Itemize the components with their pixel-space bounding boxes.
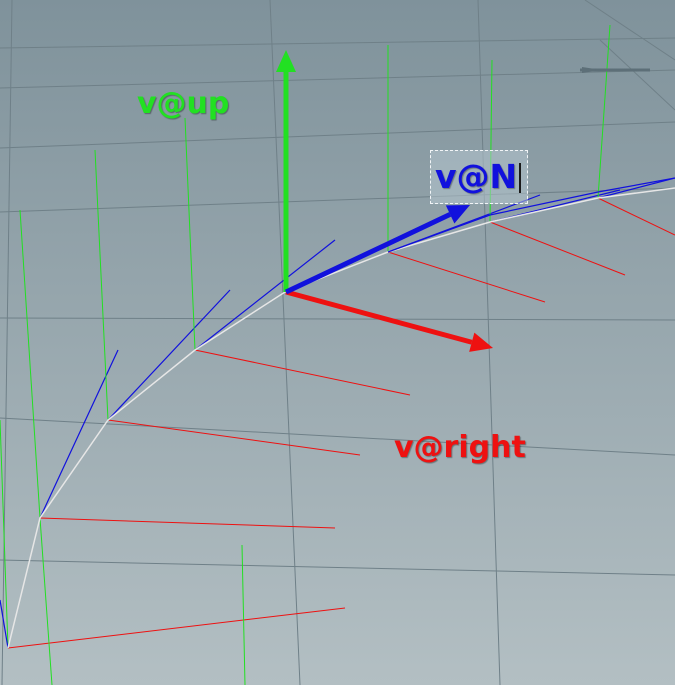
frame-right-ray bbox=[39, 517, 336, 529]
frame-n-ray bbox=[597, 177, 675, 199]
grid-line bbox=[0, 37, 675, 49]
frame-up-ray bbox=[241, 544, 246, 685]
frame-n-ray bbox=[0, 599, 9, 649]
text-caret bbox=[519, 163, 521, 193]
frame-right-ray bbox=[597, 197, 675, 236]
grid-line bbox=[0, 317, 675, 321]
main-frame-arrows bbox=[276, 50, 493, 352]
frame-right-ray bbox=[194, 349, 411, 396]
grid-line bbox=[0, 417, 675, 456]
right-vector-label: v@right bbox=[394, 430, 526, 465]
frame-right-ray bbox=[489, 221, 626, 276]
n-label-edit-box[interactable]: v@N bbox=[430, 150, 528, 204]
grid-line bbox=[269, 0, 301, 685]
up-vector-arrow bbox=[276, 50, 296, 292]
right-vector-arrow bbox=[285, 289, 493, 352]
frame-up-ray bbox=[94, 149, 109, 421]
grid-line bbox=[584, 0, 675, 61]
n-vector-arrow bbox=[284, 205, 470, 295]
frame-up-ray bbox=[0, 419, 9, 649]
grid-line bbox=[0, 69, 675, 89]
grid-line bbox=[599, 39, 675, 111]
frame-n-ray bbox=[107, 289, 231, 421]
n-vector-label: v@N bbox=[435, 157, 518, 196]
grid-line bbox=[0, 559, 675, 576]
frame-n-ray bbox=[194, 239, 336, 351]
frame-up-ray bbox=[597, 24, 611, 199]
viewport-handle-icon[interactable] bbox=[580, 66, 650, 74]
grid-line bbox=[477, 0, 501, 685]
grid-line bbox=[0, 187, 675, 213]
curve-frames bbox=[0, 24, 675, 685]
frame-right-ray bbox=[7, 607, 346, 649]
frame-up-ray bbox=[19, 209, 41, 519]
up-vector-label: v@up bbox=[137, 86, 230, 121]
frame-right-ray bbox=[387, 251, 546, 303]
frame-right-ray bbox=[107, 419, 361, 456]
frame-n-ray bbox=[39, 349, 119, 519]
grid-line bbox=[1, 0, 13, 685]
curve-tangent-line bbox=[387, 177, 675, 253]
frame-up-ray bbox=[39, 517, 53, 685]
grid-line bbox=[0, 121, 675, 149]
frame-up-ray bbox=[184, 117, 196, 351]
